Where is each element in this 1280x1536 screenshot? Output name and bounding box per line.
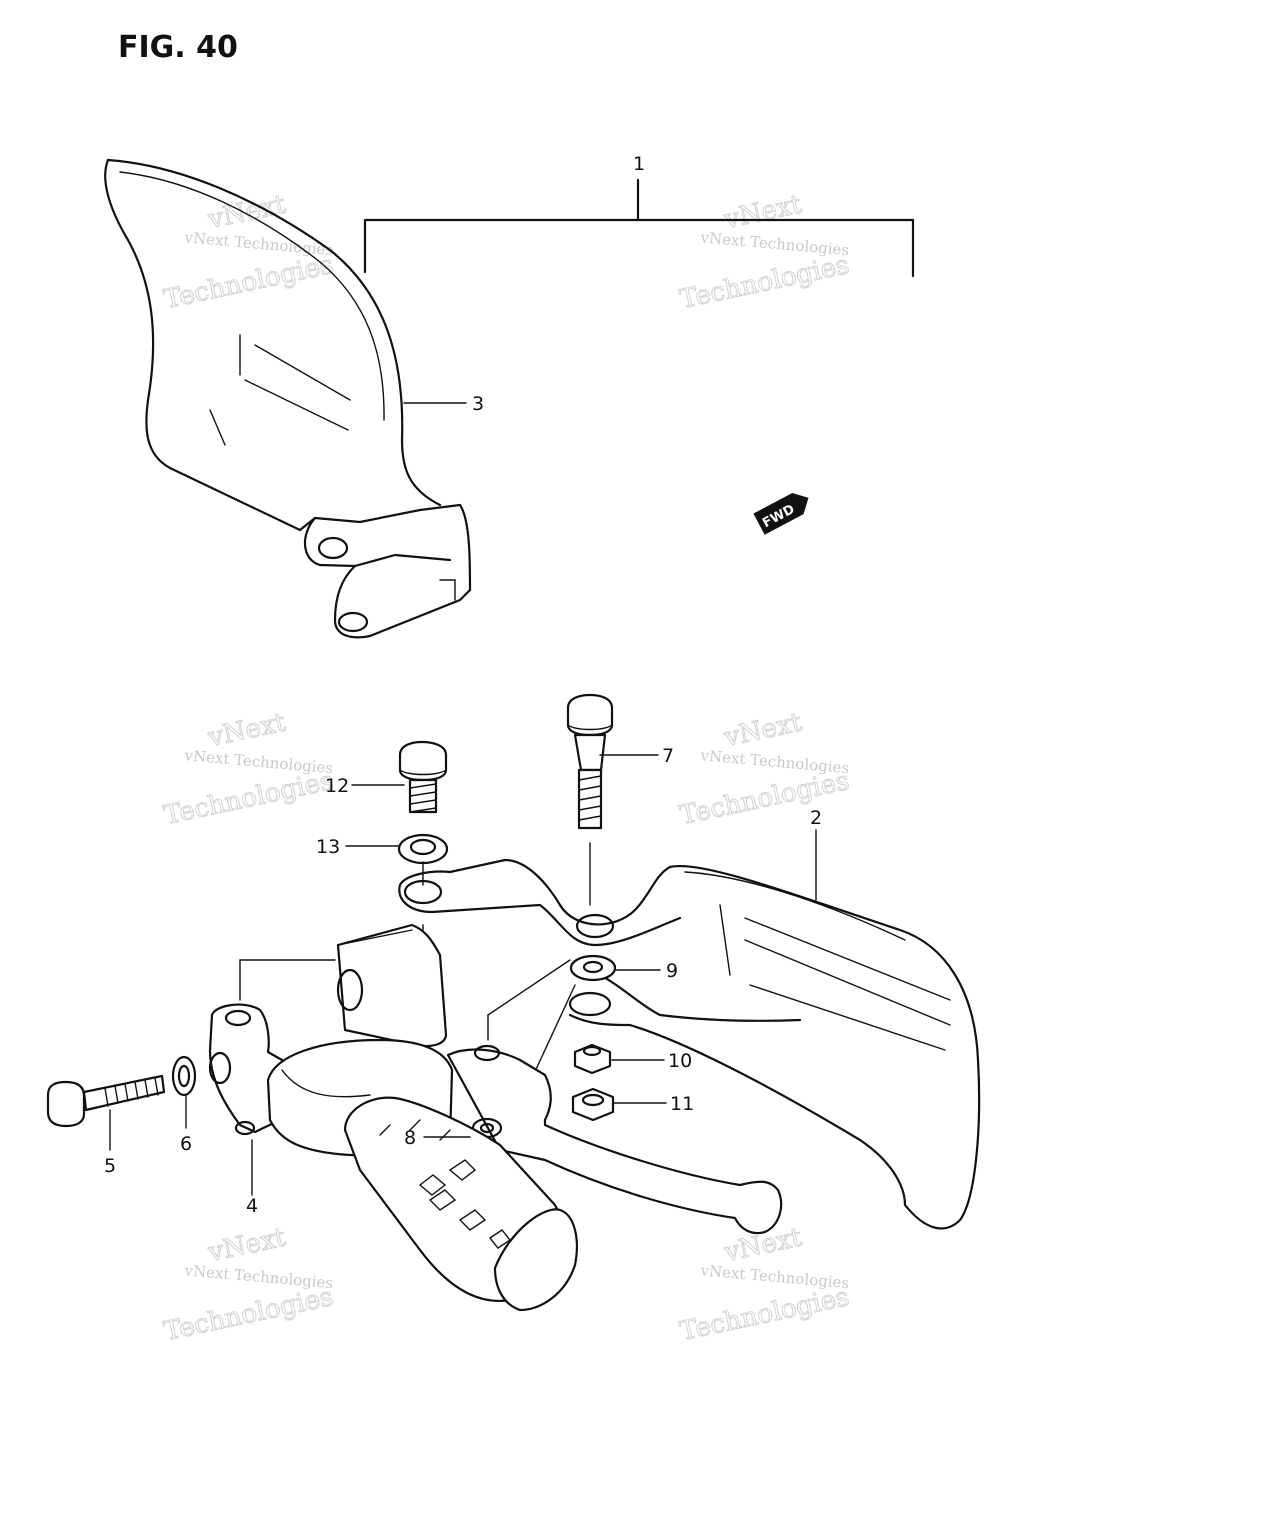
callout-11: 11 <box>670 1093 694 1115</box>
callout-9: 9 <box>666 960 678 982</box>
callout-13: 13 <box>316 836 340 858</box>
part-5-bolt <box>46 1074 166 1128</box>
watermark-line1: vNext <box>205 1222 289 1268</box>
watermark-line1: vNext <box>721 707 805 753</box>
watermark-line3: Technologies <box>161 766 336 831</box>
part-13-washer <box>397 833 449 865</box>
assembly-bracket <box>363 178 915 278</box>
callout-8: 8 <box>404 1127 416 1149</box>
callout-3: 3 <box>472 393 484 415</box>
part-12-bolt <box>398 740 448 814</box>
callout-12: 12 <box>325 775 349 797</box>
callout-5: 5 <box>104 1155 116 1177</box>
watermark-line1: vNext <box>721 189 805 235</box>
watermark-line3: Technologies <box>161 250 336 315</box>
watermark-line3: Technologies <box>677 250 852 315</box>
callout-6: 6 <box>180 1133 192 1155</box>
callout-7: 7 <box>662 745 674 767</box>
watermark-line1: vNext <box>205 189 289 235</box>
watermark-line3: Technologies <box>677 1282 852 1347</box>
part-10-nut <box>573 1043 612 1075</box>
part-6-washer <box>171 1055 197 1097</box>
part-9-washer <box>568 954 617 1017</box>
watermark-line3: Technologies <box>677 766 852 831</box>
part-7-bolt <box>566 693 614 830</box>
watermark-line3: Technologies <box>161 1282 336 1347</box>
callout-labels: 1 2 3 4 5 6 7 8 9 10 11 12 13 <box>104 153 822 1217</box>
watermark-bottom-left: vNext vNext Technologies Technologies <box>161 1222 337 1348</box>
watermark-mid-right: vNext vNext Technologies Technologies <box>677 707 853 832</box>
watermark-top-right: vNext vNext Technologies Technologies <box>677 189 853 316</box>
part-2-handguard <box>398 858 981 1230</box>
callout-10: 10 <box>668 1050 692 1072</box>
watermark-mid-left: vNext vNext Technologies Technologies <box>161 707 337 832</box>
lever-holder <box>208 923 448 1136</box>
fwd-arrow-icon: FWD <box>753 492 809 535</box>
part-3-handguard <box>104 158 472 639</box>
handlebar-grip <box>343 1096 578 1312</box>
part-11-nut <box>571 1087 615 1122</box>
callout-4: 4 <box>246 1195 258 1217</box>
watermark-bottom-right: vNext vNext Technologies Technologies <box>677 1222 853 1348</box>
watermark-line1: vNext <box>205 707 289 753</box>
watermark-top-left: vNext vNext Technologies Technologies <box>161 189 337 316</box>
figure-title: FIG. 40 <box>118 30 238 65</box>
callout-2: 2 <box>810 807 822 829</box>
callout-1: 1 <box>633 153 645 175</box>
